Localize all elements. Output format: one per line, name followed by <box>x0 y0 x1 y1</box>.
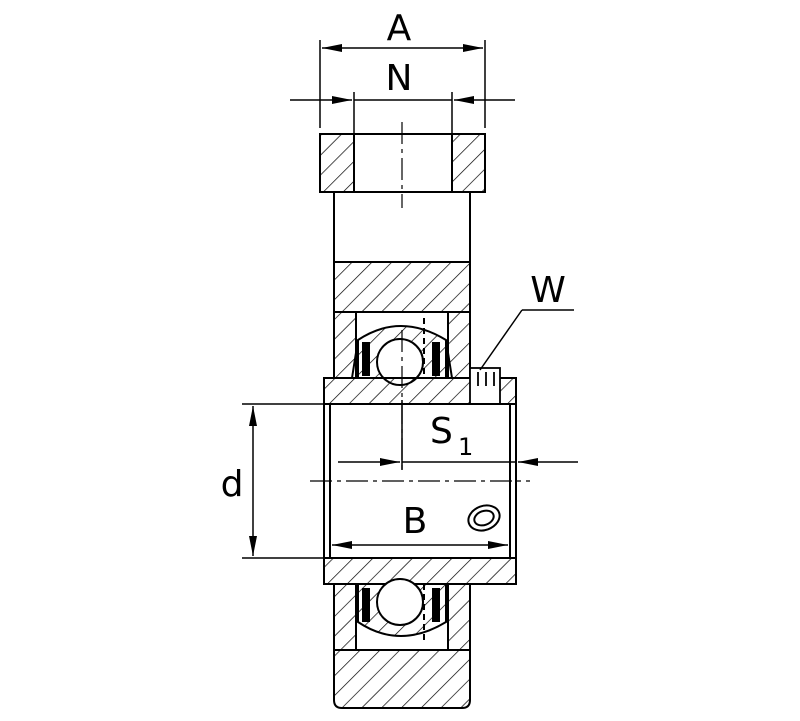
dimension-w-label: W <box>530 270 566 311</box>
dimension-a-label: A <box>387 8 412 49</box>
dimension-s1 <box>338 400 578 470</box>
dimension-s1-label: S <box>430 411 453 452</box>
dimension-n-label: N <box>386 58 413 99</box>
dimension-s1-subscript: 1 <box>458 433 473 461</box>
dimension-b-label: B <box>403 501 428 542</box>
dimension-d <box>242 403 324 559</box>
dimension-d-label: d <box>221 464 244 505</box>
lock-hole <box>467 504 501 532</box>
dimension-n <box>290 92 515 134</box>
inner-ring-bottom <box>323 557 517 585</box>
lower-bearing <box>357 578 447 640</box>
dimension-w <box>479 309 574 371</box>
housing-lower-section <box>333 583 471 709</box>
dimension-a <box>319 40 486 128</box>
housing-upper-section <box>333 261 471 379</box>
